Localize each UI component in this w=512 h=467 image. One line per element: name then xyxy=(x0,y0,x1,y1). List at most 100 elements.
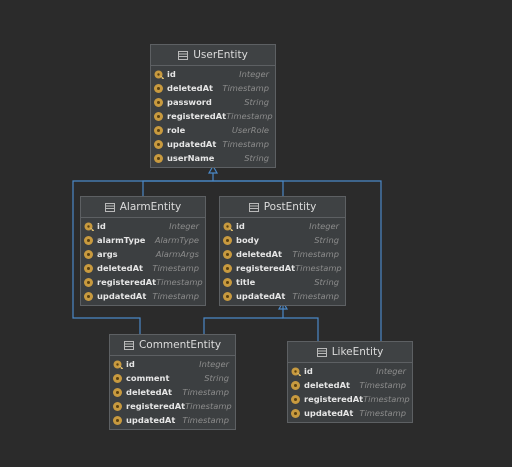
table-icon xyxy=(104,202,115,212)
field-name: updatedAt xyxy=(126,415,176,425)
field-type: Timestamp xyxy=(185,401,232,411)
field-row[interactable]: id Integer xyxy=(288,364,412,378)
field-type: Timestamp xyxy=(182,415,229,425)
field-icon xyxy=(223,235,232,245)
field-row[interactable]: password String xyxy=(151,95,275,109)
entity-name: LikeEntity xyxy=(331,346,384,358)
key-icon xyxy=(84,222,94,231)
entity-header[interactable]: UserEntity xyxy=(151,45,275,66)
field-name: alarmType xyxy=(97,235,146,245)
entity-name: AlarmEntity xyxy=(119,201,182,213)
field-name: title xyxy=(236,277,256,287)
field-type: AlarmType xyxy=(154,235,199,245)
field-icon xyxy=(84,249,93,259)
key-icon xyxy=(291,367,301,376)
field-name: updatedAt xyxy=(236,291,286,301)
field-type: Integer xyxy=(239,69,269,79)
entity-header[interactable]: AlarmEntity xyxy=(81,197,205,218)
field-type: Timestamp xyxy=(226,111,273,121)
field-icon xyxy=(113,401,122,411)
relation-like-to-user xyxy=(213,180,382,341)
field-icon xyxy=(84,277,93,287)
field-name: deletedAt xyxy=(167,83,213,93)
field-type: Timestamp xyxy=(292,249,339,259)
key-icon xyxy=(154,70,164,79)
field-icon xyxy=(154,139,163,149)
field-type: UserRole xyxy=(231,125,269,135)
entity-name: PostEntity xyxy=(263,201,317,213)
field-type: Integer xyxy=(169,221,199,231)
field-row[interactable]: alarmType AlarmType xyxy=(81,233,205,247)
table-icon xyxy=(316,347,327,357)
field-name: id xyxy=(236,221,245,231)
field-type: Timestamp xyxy=(156,277,203,287)
field-row[interactable]: id Integer xyxy=(81,219,205,233)
field-icon xyxy=(223,263,232,273)
relation-alarm-to-user xyxy=(142,180,213,196)
field-name: registeredAt xyxy=(126,401,186,411)
field-type: String xyxy=(244,97,269,107)
field-icon xyxy=(291,380,300,390)
field-row[interactable]: updatedAt Timestamp xyxy=(288,406,412,420)
field-type: Timestamp xyxy=(152,263,199,273)
entity-alarm[interactable]: AlarmEntity id Integer alarmType AlarmType ar… xyxy=(80,196,206,306)
field-type: Timestamp xyxy=(359,408,406,418)
field-type: Timestamp xyxy=(222,83,269,93)
field-name: role xyxy=(167,125,186,135)
field-row[interactable]: args AlarmArgs xyxy=(81,247,205,261)
field-icon xyxy=(154,97,163,107)
field-row[interactable]: updatedAt Timestamp xyxy=(110,413,235,427)
field-icon xyxy=(84,263,93,273)
field-type: AlarmArgs xyxy=(155,249,199,259)
field-type: Timestamp xyxy=(363,394,410,404)
field-name: password xyxy=(167,97,212,107)
relation-post-to-user xyxy=(213,180,284,196)
field-type: Integer xyxy=(199,359,229,369)
field-name: args xyxy=(97,249,118,259)
field-row[interactable]: deletedAt Timestamp xyxy=(151,81,275,95)
field-type: String xyxy=(244,153,269,163)
key-icon xyxy=(113,360,123,369)
entity-name: UserEntity xyxy=(193,49,248,61)
entity-header[interactable]: PostEntity xyxy=(220,197,345,218)
entity-header[interactable]: LikeEntity xyxy=(288,342,412,363)
field-name: updatedAt xyxy=(304,408,354,418)
field-name: updatedAt xyxy=(97,291,147,301)
field-row[interactable]: role UserRole xyxy=(151,123,275,137)
entity-header[interactable]: CommentEntity xyxy=(110,335,235,356)
field-icon xyxy=(113,387,122,397)
field-type: Integer xyxy=(376,366,406,376)
field-name: id xyxy=(97,221,106,231)
relation-comment-to-post xyxy=(203,317,283,334)
field-icon xyxy=(154,83,163,93)
field-name: id xyxy=(304,366,313,376)
field-list: id Integer alarmType AlarmType args AlarmArgs… xyxy=(81,218,205,305)
field-type: String xyxy=(314,235,339,245)
field-icon xyxy=(84,291,93,301)
field-type: Timestamp xyxy=(182,387,229,397)
field-name: updatedAt xyxy=(167,139,217,149)
